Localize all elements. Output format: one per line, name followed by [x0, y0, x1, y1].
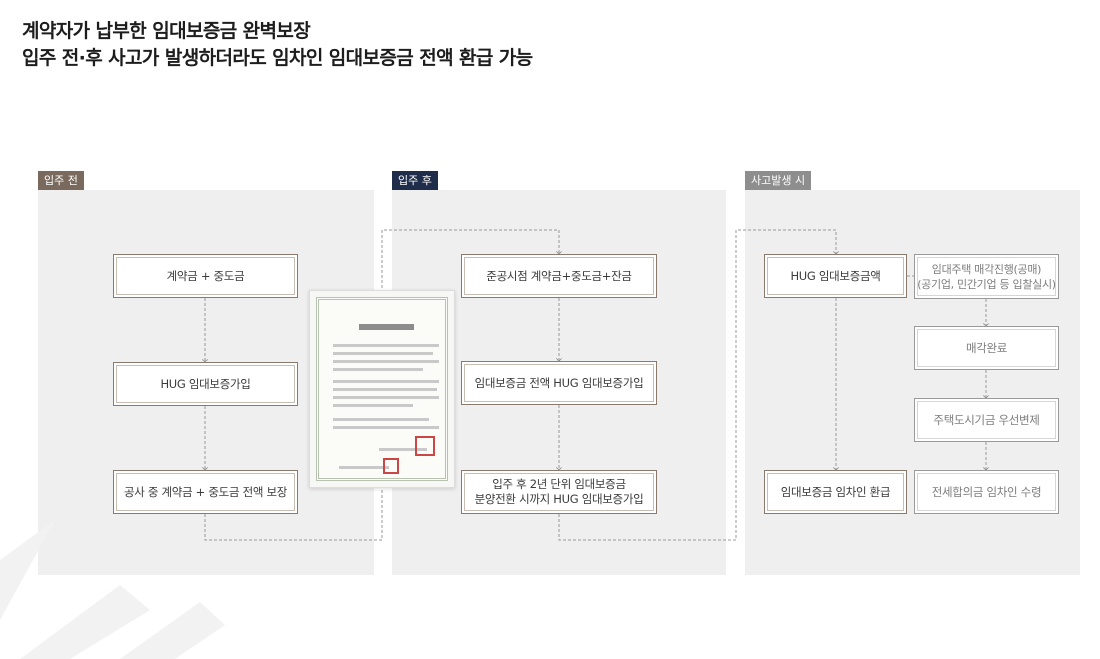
- certificate-line: [333, 360, 439, 363]
- step-public-sale: 임대주택 매각진행(공매) (공기업, 민간기업 등 입찰실시): [914, 254, 1059, 299]
- step-hug-guarantee-signup: HUG 임대보증가입: [113, 362, 298, 406]
- certificate-line: [333, 344, 439, 347]
- headline-line-1: 계약자가 납부한 임대보증금 완벽보장: [22, 20, 311, 42]
- step-two-year-renewal: 입주 후 2년 단위 임대보증금 분양전환 시까지 HUG 임대보증가입: [461, 470, 657, 514]
- step-down-payment: 계약금 + 중도금: [113, 254, 298, 298]
- step-completion-payments: 준공시점 계약금+중도금+잔금: [461, 254, 657, 298]
- certificate-line: [333, 388, 437, 391]
- headline: 계약자가 납부한 임대보증금 완벽보장 입주 전·후 사고가 발생하더라도 임차…: [22, 18, 533, 72]
- step-deposit-refund: 임대보증금 임차인 환급: [764, 470, 907, 514]
- step-tenant-receives-settlement: 전세합의금 임차인 수령: [914, 470, 1059, 514]
- step-hug-deposit-amount: HUG 임대보증금액: [764, 254, 907, 298]
- step-construction-full-guarantee: 공사 중 계약금 + 중도금 전액 보장: [113, 470, 298, 514]
- tag-incident: 사고발생 시: [745, 171, 812, 190]
- certificate-stamp: [415, 436, 435, 456]
- certificate-frame: [316, 297, 448, 481]
- certificate-stamp: [383, 458, 399, 474]
- certificate-line: [333, 380, 439, 383]
- certificate-line: [333, 396, 439, 399]
- panel-incident: [745, 190, 1080, 575]
- step-sale-complete: 매각완료: [914, 326, 1059, 370]
- certificate-line: [333, 426, 439, 429]
- tag-after-move-in: 입주 후: [392, 171, 438, 190]
- certificate-line: [339, 466, 389, 469]
- certificate-line: [333, 418, 429, 421]
- certificate-line: [333, 368, 423, 371]
- tag-before-move-in: 입주 전: [38, 171, 84, 190]
- certificate-title-bar: [359, 324, 414, 330]
- step-fund-priority-repayment: 주택도시기금 우선변제: [914, 398, 1059, 442]
- guarantee-certificate-image: [309, 290, 455, 488]
- certificate-line: [333, 352, 433, 355]
- headline-line-2: 입주 전·후 사고가 발생하더라도 임차인 임대보증금 전액 환급 가능: [22, 47, 533, 69]
- certificate-line: [333, 404, 413, 407]
- step-full-deposit-hug-signup: 임대보증금 전액 HUG 임대보증가입: [461, 361, 657, 405]
- certificate-line: [379, 448, 427, 451]
